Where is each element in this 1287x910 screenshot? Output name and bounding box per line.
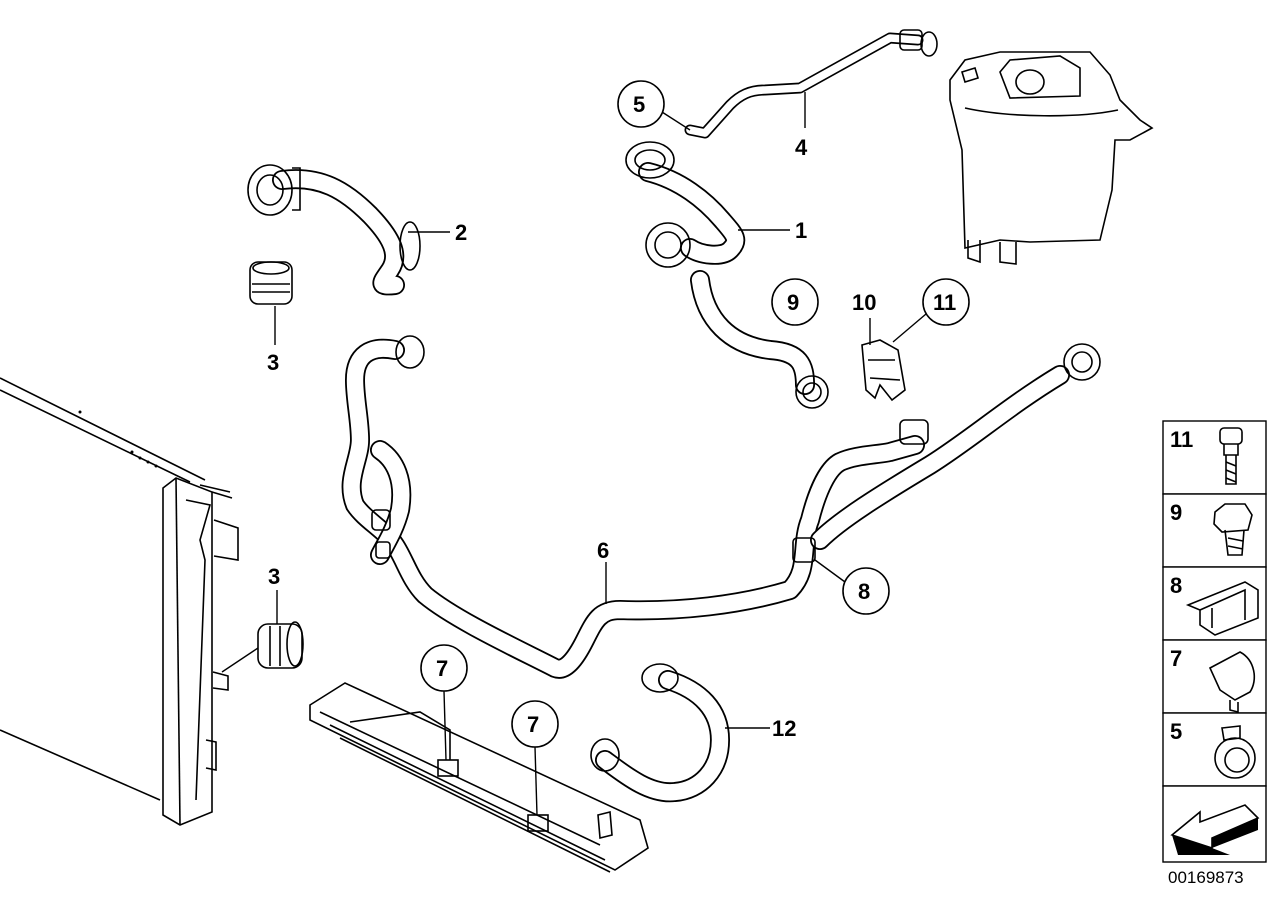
label-8-callout: 8: [858, 579, 870, 604]
legend-number-7: 7: [1170, 646, 1182, 671]
label-11-callout: 11: [933, 290, 956, 315]
hose-clip-icon: [1208, 651, 1256, 714]
bolt-icon: [1219, 427, 1243, 485]
label-7-callout-a: 7: [436, 656, 448, 681]
legend-cell-11: [1162, 420, 1267, 495]
transmission-oil-cooler: [309, 682, 649, 873]
coolant-hose-6: [341, 335, 1101, 679]
label-7-callout-b: 7: [527, 712, 539, 737]
callout-9: [771, 278, 819, 326]
legend-number-11: 11: [1170, 427, 1193, 452]
label-9-callout: 9: [787, 290, 799, 315]
mounting-bracket: [861, 339, 906, 402]
hose-connector-lower: [257, 621, 304, 669]
label-3-top: 3: [267, 350, 279, 375]
label-5-callout: 5: [633, 92, 645, 117]
label-2: 2: [455, 220, 467, 245]
label-1: 1: [795, 218, 807, 243]
upper-radiator-hose: [247, 164, 421, 296]
hex-bolt-icon: [1213, 503, 1253, 556]
radiator: [0, 377, 239, 826]
diagram-id: 00169873: [1168, 868, 1244, 887]
bracket-clip-icon: [1185, 581, 1259, 636]
fastener-legend: 11 9 8 7 5: [1162, 420, 1267, 863]
hose-clamp-icon: [1214, 725, 1256, 779]
coolant-hose-1: [625, 141, 746, 268]
legend-number-8: 8: [1170, 573, 1182, 598]
callout-8: [842, 567, 890, 615]
label-12: 12: [772, 716, 796, 741]
callout-5: [617, 80, 665, 128]
label-3-bottom: 3: [268, 564, 280, 589]
callout-11: [922, 278, 970, 326]
direction-arrow-icon: [1170, 804, 1260, 855]
label-4: 4: [795, 135, 808, 160]
coolant-hose-9: [690, 270, 829, 409]
legend-number-9: 9: [1170, 500, 1182, 525]
label-10: 10: [852, 290, 876, 315]
vent-hose: [684, 29, 938, 139]
oil-cooler-hose: [590, 663, 730, 803]
legend-number-5: 5: [1170, 719, 1182, 744]
legend-cell-5: [1162, 712, 1267, 787]
label-6: 6: [597, 538, 609, 563]
expansion-tank: [949, 51, 1154, 265]
hose-connector-upper: [249, 261, 293, 305]
